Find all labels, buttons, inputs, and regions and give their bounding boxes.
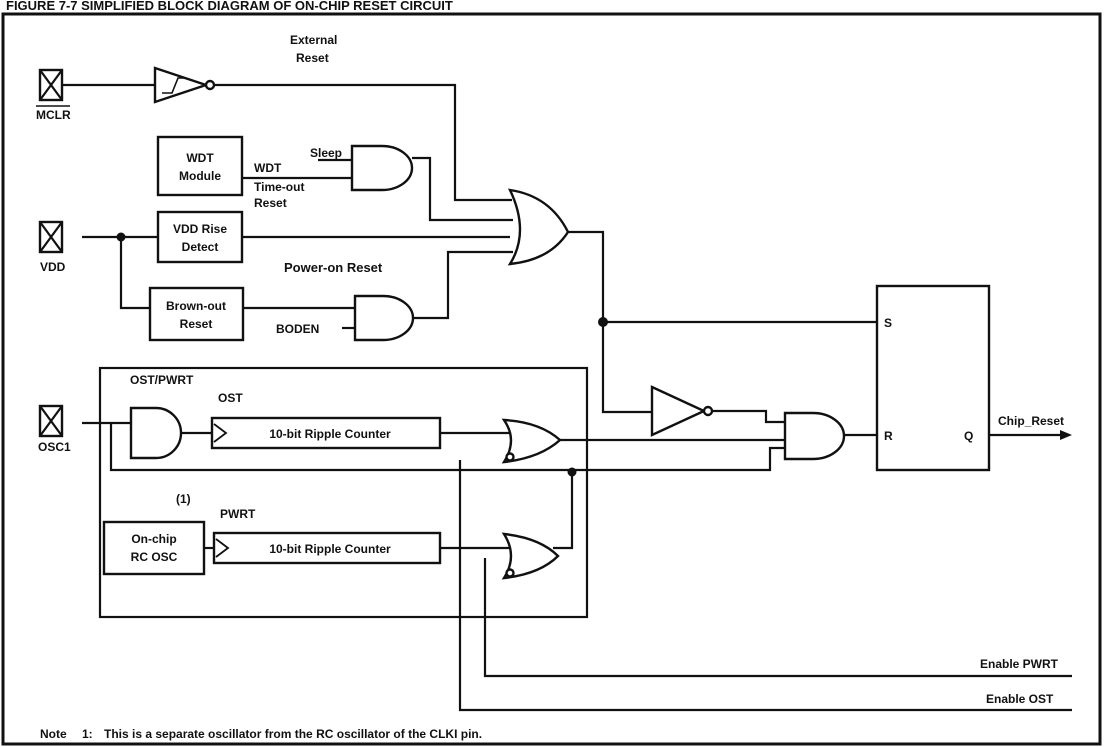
note-marker-label: (1) xyxy=(176,492,191,506)
osc1-label: OSC1 xyxy=(38,440,71,454)
reset-or-gate xyxy=(507,188,570,266)
wdt-module-block xyxy=(156,135,244,197)
timeout-label-2: Reset xyxy=(254,196,287,210)
enable-ost-label: Enable OST xyxy=(986,692,1054,706)
onchip-line2: RC OSC xyxy=(131,550,178,564)
enable-pwrt-label: Enable PWRT xyxy=(980,657,1059,671)
reset-inverter xyxy=(650,385,714,437)
figure-frame xyxy=(1,12,1102,746)
vdd-label: VDD xyxy=(40,260,66,274)
wdt-block-line2: Module xyxy=(179,169,221,183)
mclr-schmitt-buffer xyxy=(153,66,216,104)
pwrt-label: PWRT xyxy=(220,507,256,521)
mclr-pin-icon xyxy=(38,68,64,102)
pwrt-or-gate xyxy=(501,532,560,580)
vdd-pin-icon xyxy=(38,220,64,254)
r-input-and-gate xyxy=(783,411,846,461)
ost-label: OST xyxy=(218,391,243,405)
sr-r-label: R xyxy=(884,429,893,443)
osc1-pin-icon xyxy=(38,404,64,438)
sleep-label: Sleep xyxy=(310,146,342,160)
chip-reset-arrow-icon xyxy=(1060,430,1072,440)
brownout-line1: Brown-out xyxy=(166,299,226,313)
ost-ripple-counter xyxy=(210,416,442,450)
ost-pwrt-label: OST/PWRT xyxy=(130,373,194,387)
pwrt-ripple-counter xyxy=(212,531,442,565)
note-text: This is a separate oscillator from the R… xyxy=(104,727,482,741)
brownout-reset-block xyxy=(148,286,245,342)
timeout-label-1: Time-out xyxy=(254,180,304,194)
onchip-line1: On-chip xyxy=(131,532,176,546)
vdd-rise-detect-block xyxy=(156,210,244,264)
onchip-rc-osc-block xyxy=(102,520,206,576)
note-number: 1: xyxy=(82,727,93,741)
boden-and-gate xyxy=(353,294,415,342)
external-reset-label-2: Reset xyxy=(296,51,329,65)
chip-reset-label: Chip_Reset xyxy=(998,414,1064,428)
ost-pwrt-container xyxy=(98,366,589,619)
external-reset-label-1: External xyxy=(290,33,337,47)
brownout-line2: Reset xyxy=(180,317,213,331)
mclr-label: MCLR xyxy=(36,108,71,122)
ost-counter-label: 10-bit Ripple Counter xyxy=(269,427,391,441)
wdt-and-gate xyxy=(350,144,414,192)
pwrt-counter-label: 10-bit Ripple Counter xyxy=(269,542,391,556)
sr-s-label: S xyxy=(884,316,892,330)
power-on-reset-label: Power-on Reset xyxy=(284,260,383,275)
ost-and-gate xyxy=(129,406,183,460)
figure-header: FIGURE 7-7 SIMPLIFIED BLOCK DIAGRAM OF O… xyxy=(6,0,453,13)
vdd-rise-line1: VDD Rise xyxy=(173,222,227,236)
vdd-rise-line2: Detect xyxy=(182,240,219,254)
sr-latch-block xyxy=(875,284,991,472)
sr-q-label: Q xyxy=(964,429,973,443)
note-prefix: Note xyxy=(40,727,67,741)
junctions xyxy=(116,232,608,477)
wdt-block-line1: WDT xyxy=(186,151,214,165)
wdt-signal-label: WDT xyxy=(254,161,282,175)
ost-or-gate xyxy=(501,418,562,464)
boden-label: BODEN xyxy=(276,322,319,336)
